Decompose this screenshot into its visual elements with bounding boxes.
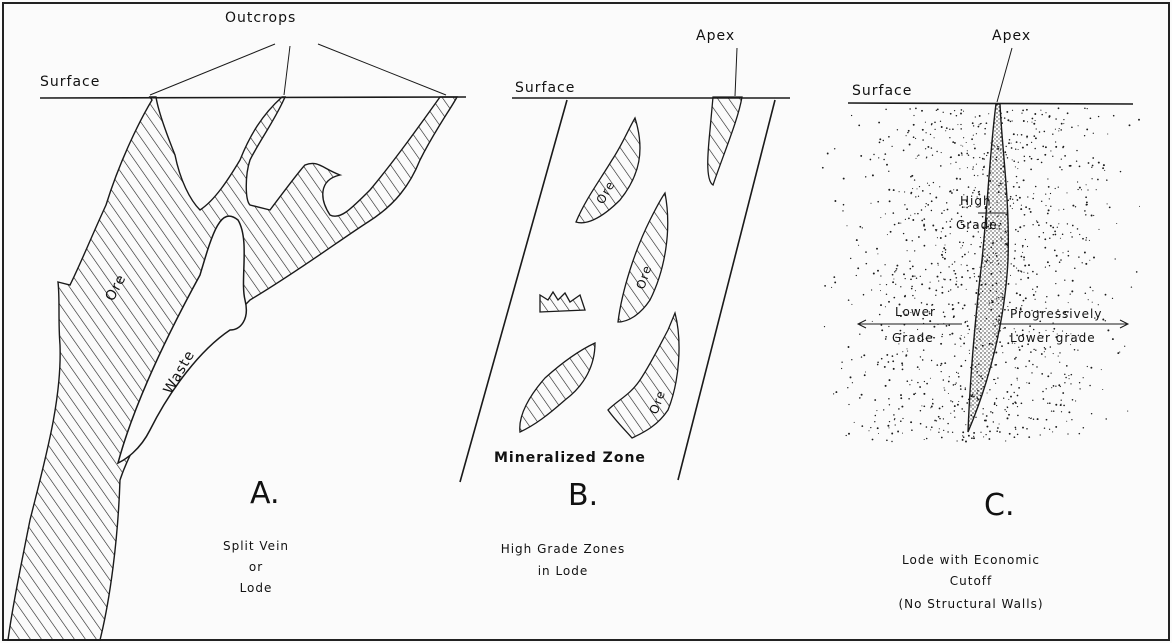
ore-pod-b4 [540,292,585,312]
panel-a-surface-label: Surface [40,74,100,90]
outcrop-leader-1 [150,44,275,95]
panel-c: Apex Surface High Grade Lower Grade Prog… [822,28,1140,611]
panel-a-caption-1: Split Vein [223,539,289,553]
panel-a-caption-2: or [249,560,263,574]
panel-b-caption-2: in Lode [538,564,589,578]
apex-leader-c [997,48,1012,102]
panel-c-surface-line [848,103,1133,104]
outcrop-leader-2 [284,46,290,95]
panel-c-caption-3: (No Structural Walls) [898,597,1043,611]
apex-leader-b [735,48,737,96]
ore-pod-b6 [608,313,679,438]
high-grade-label-1: High [960,194,992,208]
outcrop-leader-3 [318,44,446,95]
panel-c-caption-1: Lode with Economic [902,553,1040,567]
high-grade-label-2: Grade [956,218,998,232]
panel-b-caption-1: High Grade Zones [501,542,626,556]
ore-body [8,97,457,640]
panel-a-caption-3: Lode [240,581,273,595]
mineralized-zone-label: Mineralized Zone [494,450,646,466]
lower-grade-label-2: Grade [892,331,934,345]
ore-pod-b1 [708,97,742,185]
panel-b-apex-label: Apex [696,28,735,44]
ore-pod-b2 [576,118,640,223]
panel-a-surface-line [40,97,466,98]
zone-wall-left [460,100,567,482]
ore-pod-b3 [618,193,668,322]
lower-grade-label-1: Lower [895,305,936,319]
panel-c-letter: C. [984,488,1014,523]
progressive-label-1: Progressively [1010,307,1102,321]
panel-c-surface-label: Surface [852,83,912,99]
panel-a: Outcrops Surface Ore Waste A. Split Vein… [8,10,466,640]
panel-c-caption-2: Cutoff [950,574,992,588]
progressive-label-2: Lower grade [1010,331,1096,345]
panel-c-apex-label: Apex [992,28,1031,44]
zone-wall-right [678,100,775,480]
panel-b: Apex Surface Ore Ore Ore Mineralized Zon… [460,28,790,578]
panel-b-letter: B. [568,478,598,513]
panel-b-surface-label: Surface [515,80,575,96]
ore-pod-b5 [520,343,595,432]
panel-a-letter: A. [250,476,280,511]
outcrops-label: Outcrops [225,10,296,26]
